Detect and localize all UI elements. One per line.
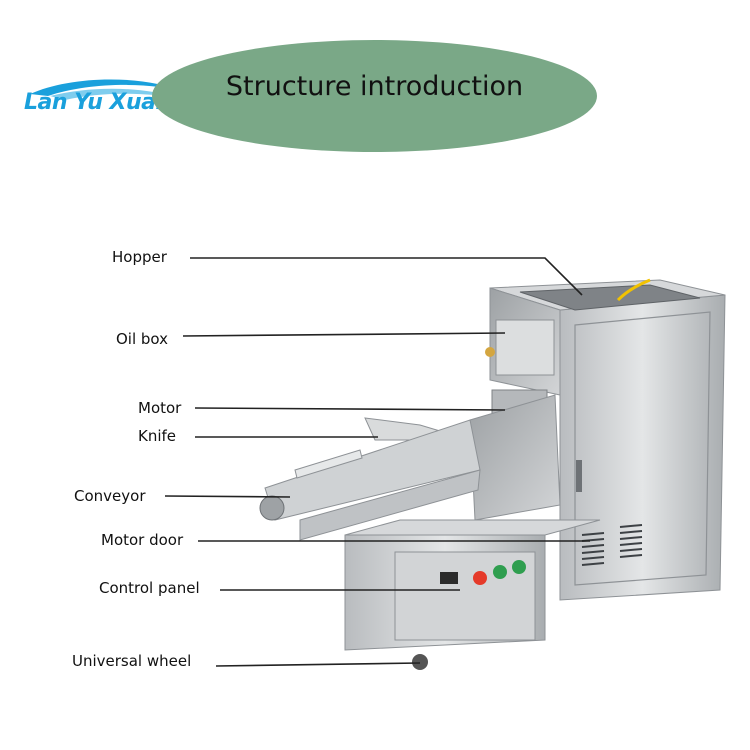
lower-base: [344, 519, 601, 670]
title-banner: Structure introduction: [152, 40, 597, 152]
label-motor-door: Motor door: [101, 531, 184, 549]
leader-motor: [194, 407, 506, 411]
label-knife: Knife: [138, 427, 177, 445]
hopper: [519, 278, 701, 311]
label-hopper: Hopper: [112, 248, 167, 266]
brand-logo: Lan Yu Xuan: [20, 72, 190, 132]
stop-button-icon: [473, 571, 487, 585]
conveyor: [259, 419, 481, 541]
leader-universal-wheel: [215, 662, 421, 667]
label-universal-wheel: Universal wheel: [72, 652, 192, 670]
page-title: Structure introduction: [225, 71, 524, 102]
display-screen: [440, 572, 458, 584]
label-conveyor: Conveyor: [74, 487, 146, 505]
leader-conveyor: [164, 495, 291, 498]
start-button-icon: [493, 565, 507, 579]
oil-box: [485, 319, 555, 376]
label-control-panel: Control panel: [99, 579, 200, 597]
label-oil-box: Oil box: [116, 330, 169, 348]
leader-lines: [164, 257, 590, 667]
wheel-icon: [412, 654, 428, 670]
run-button-icon: [512, 560, 526, 574]
logo-swoosh-icon: [30, 79, 185, 100]
leader-oil-box: [182, 332, 506, 337]
label-motor: Motor: [138, 399, 182, 417]
motor-door: [581, 524, 643, 566]
logo-text: Lan Yu Xuan: [24, 90, 171, 115]
leader-hopper: [190, 257, 583, 296]
